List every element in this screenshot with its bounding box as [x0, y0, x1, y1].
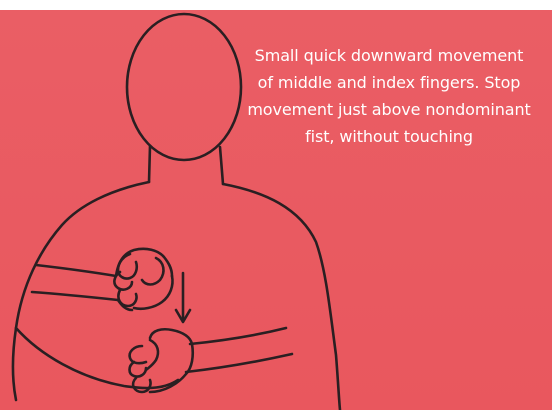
- fist-knuckle-one: [130, 346, 146, 363]
- dominant-thumb: [142, 258, 163, 285]
- dominant-forearm-bottom: [32, 292, 118, 300]
- nondominant-arm-bottom: [16, 328, 178, 388]
- down-arrow-icon: [176, 273, 190, 322]
- head-outline: [127, 14, 241, 160]
- dominant-finger-one: [118, 254, 137, 279]
- fist-thumb: [146, 340, 158, 370]
- fist-top: [150, 329, 192, 344]
- dominant-finger-two: [114, 272, 132, 290]
- neck-left-line: [149, 146, 150, 182]
- instruction-caption: Small quick downward movement of middle …: [226, 42, 552, 150]
- dominant-forearm-top: [36, 265, 116, 276]
- nondominant-forearm-top: [190, 328, 286, 344]
- fist-bottom: [150, 344, 193, 392]
- fist-knuckle-three: [133, 378, 150, 392]
- sign-instruction-panel: Small quick downward movement of middle …: [0, 10, 552, 410]
- neck-right-line: [220, 147, 223, 184]
- right-shoulder-outline: [223, 184, 340, 410]
- dominant-hand-bottom: [134, 276, 173, 309]
- nondominant-forearm-bottom: [186, 354, 292, 372]
